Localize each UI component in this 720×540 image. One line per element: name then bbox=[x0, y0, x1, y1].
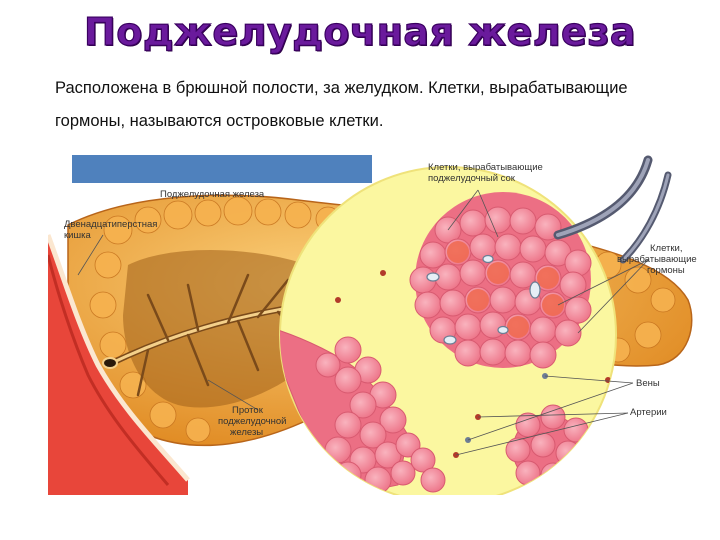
label-duct-line1: Проток bbox=[232, 405, 263, 416]
pancreas-illustration bbox=[48, 155, 693, 495]
intro-text: Расположена в брюшной полости, за желудк… bbox=[55, 79, 628, 130]
blood-vessels bbox=[335, 270, 611, 458]
label-pancreas: Поджелудочная железа bbox=[160, 189, 265, 200]
label-veins: Вены bbox=[636, 378, 660, 389]
label-juice-cells-line2: поджелудочный сок bbox=[428, 173, 515, 184]
label-duodenum-line2: кишка bbox=[64, 230, 91, 241]
label-hormone-cells-line1: Клетки, bbox=[650, 243, 683, 254]
blue-banner-bar bbox=[72, 155, 372, 183]
duodenum bbox=[48, 234, 190, 495]
label-duct-line2: поджелудочной bbox=[218, 416, 287, 427]
label-arteries: Артерии bbox=[630, 407, 667, 418]
label-juice-cells-line1: Клетки, вырабатывающие bbox=[428, 162, 543, 173]
label-hormone-cells-line2: вырабатывающие bbox=[617, 254, 697, 265]
zoom-magnified-section bbox=[279, 166, 617, 495]
label-duodenum-line1: Двенадцатиперстная bbox=[64, 219, 158, 230]
page-title: Поджелудочная железа bbox=[83, 9, 637, 54]
leader-lines bbox=[77, 189, 649, 456]
label-hormone-cells-line3: гормоны bbox=[647, 265, 685, 276]
label-duct-line3: железы bbox=[230, 427, 264, 438]
probe-instrument bbox=[553, 155, 672, 264]
acinar-cells-cluster bbox=[409, 192, 592, 369]
